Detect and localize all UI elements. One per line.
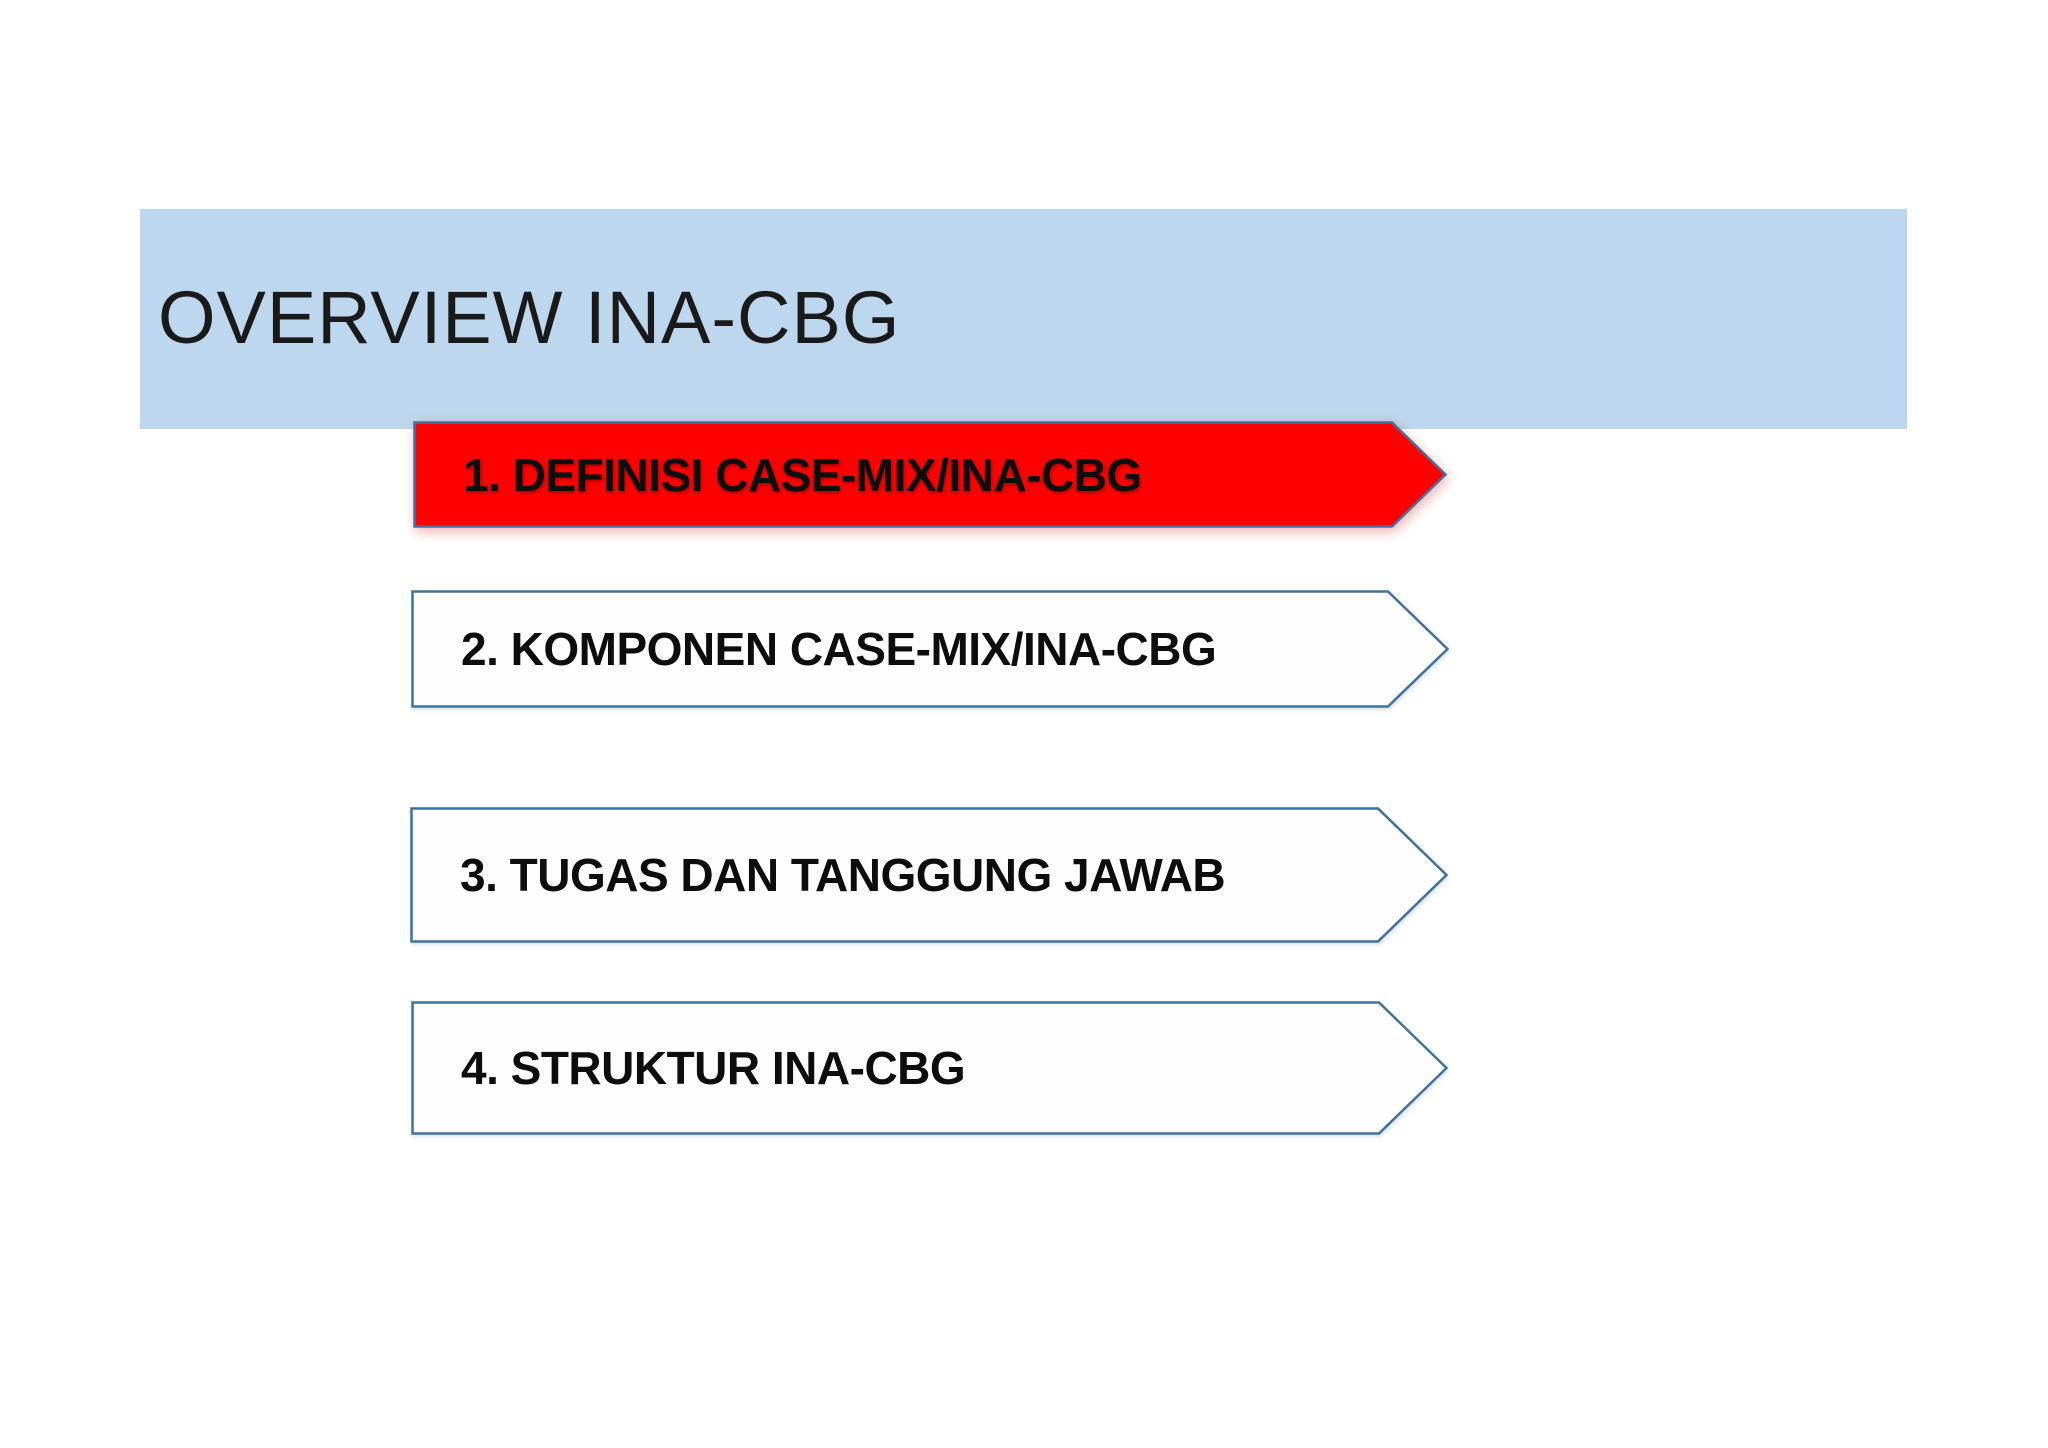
arrow-shape-3 (410, 807, 1448, 943)
agenda-item-3-label: 3. TUGAS DAN TANGGUNG JAWAB (460, 849, 1226, 901)
agenda-item-4-label: 4. STRUKTUR INA-CBG (461, 1042, 966, 1094)
agenda-item-2: 2. KOMPONEN CASE-MIX/INA-CBG (411, 590, 1449, 708)
agenda-item-1-label: 1. DEFINISI CASE-MIX/INA-CBG (463, 448, 1142, 501)
agenda-item-4: 4. STRUKTUR INA-CBG (411, 1001, 1448, 1135)
agenda-item-2-label: 2. KOMPONEN CASE-MIX/INA-CBG (461, 623, 1217, 675)
arrow-shape-1 (413, 421, 1447, 528)
agenda-item-1: 1. DEFINISI CASE-MIX/INA-CBG (413, 421, 1447, 528)
agenda-item-3: 3. TUGAS DAN TANGGUNG JAWAB (410, 807, 1448, 943)
arrow-shape-4 (411, 1001, 1448, 1135)
title-band: OVERVIEW INA-CBG (140, 209, 1907, 429)
arrow-shape-2 (411, 590, 1449, 708)
slide-title: OVERVIEW INA-CBG (158, 276, 901, 359)
